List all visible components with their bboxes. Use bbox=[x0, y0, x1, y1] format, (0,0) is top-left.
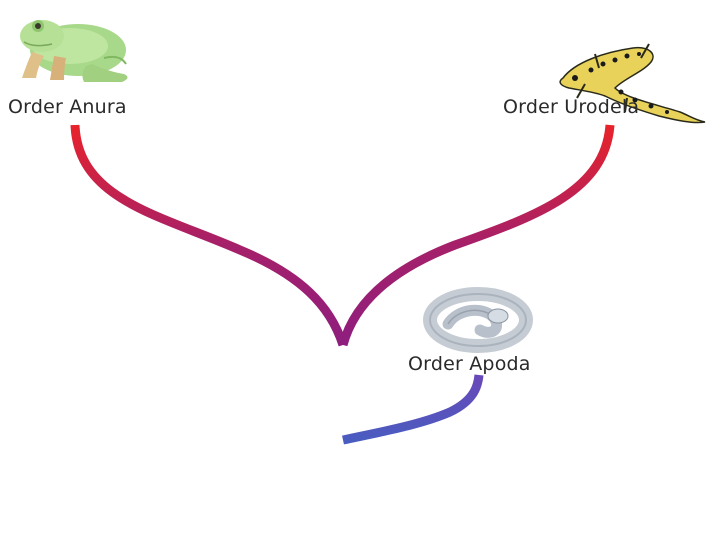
branch-anura bbox=[70, 124, 348, 347]
branch-urodela bbox=[338, 124, 615, 347]
branch-apoda bbox=[342, 374, 484, 445]
label-order-apoda: Order Apoda bbox=[408, 353, 531, 375]
label-order-anura: Order Anura bbox=[8, 96, 127, 118]
caecilian-icon bbox=[423, 287, 533, 353]
frog-icon bbox=[20, 20, 128, 82]
salamander-icon bbox=[559, 43, 706, 124]
label-order-urodela: Order Urodela bbox=[503, 96, 640, 118]
